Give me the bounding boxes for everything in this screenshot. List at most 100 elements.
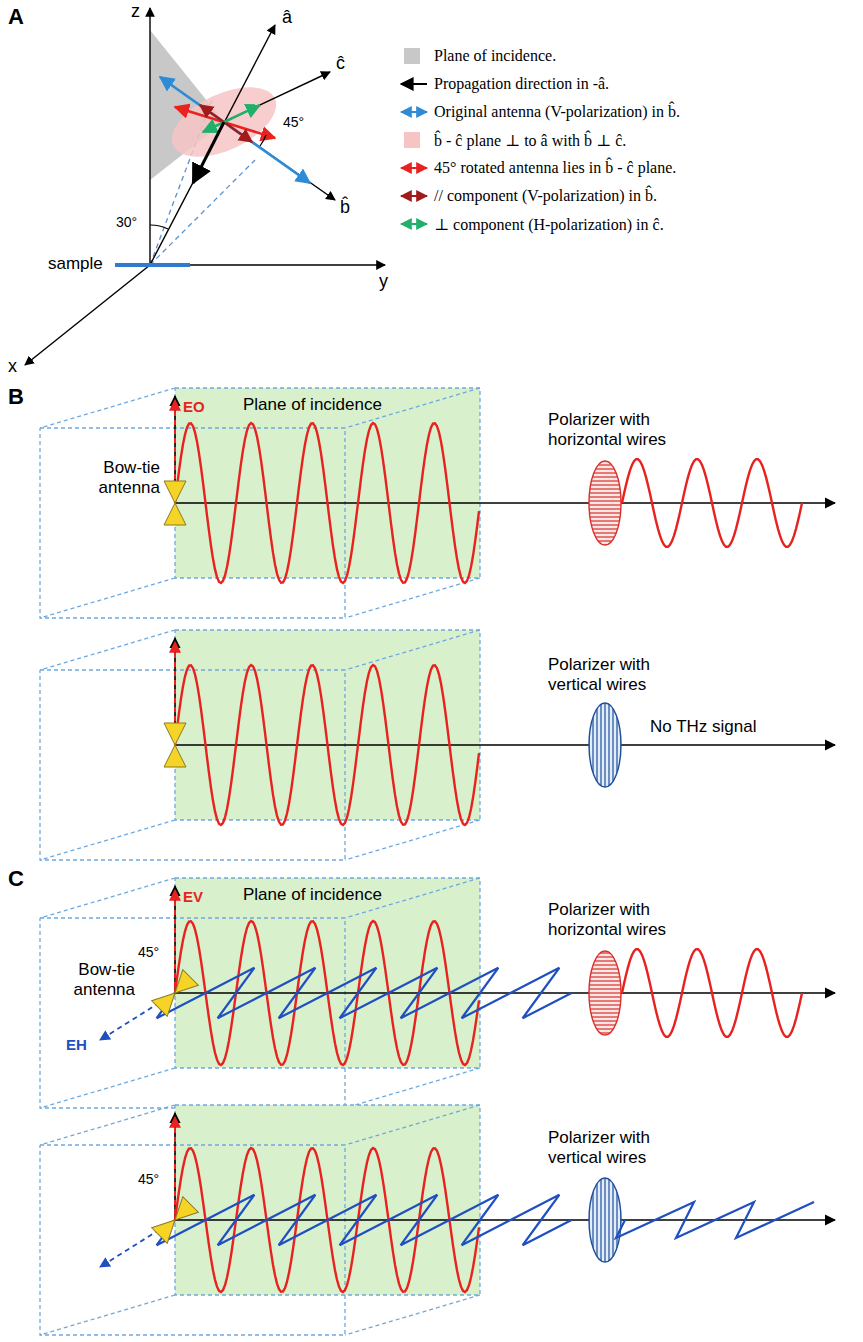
h-polarized-wave [157, 1195, 572, 1245]
angle-arc [150, 225, 168, 229]
panel-title: Plane of incidence [243, 885, 382, 905]
antenna-arm [164, 481, 186, 503]
field-label: EH [66, 1036, 87, 1054]
panel-letter: A [8, 4, 24, 30]
legend-swatch [404, 132, 420, 148]
polarizer-label: Polarizer with horizontal wires [548, 900, 698, 940]
propagation-axis [175, 1219, 835, 1221]
panel-a-geometry [25, 8, 385, 365]
angle-label: 45° [283, 114, 304, 131]
legend-text: 45° rotated antenna lies in b̂ - ĉ plane… [434, 159, 676, 177]
legend-row: 45° rotated antenna lies in b̂ - ĉ plane… [398, 154, 680, 182]
transmitted-wave [622, 949, 802, 1037]
box-edge [40, 428, 345, 618]
legend-arrow [398, 158, 430, 178]
box-edge [345, 1105, 480, 1145]
legend-text: Original antenna (V-polarization) in b̂. [434, 103, 680, 121]
field-label: EO [183, 398, 205, 416]
axis-label: b̂ [340, 196, 350, 218]
antenna-arm [164, 723, 186, 745]
legend-row: b̂ - ĉ plane ⊥ to â with b̂ ⊥ ĉ. [398, 126, 680, 154]
box-edge [40, 878, 175, 918]
bow-tie-antenna [152, 1197, 199, 1244]
polarization-scene [40, 1105, 835, 1335]
transmitted-wave [622, 459, 802, 547]
legend-arrow-line [401, 195, 427, 197]
sample-label: sample [48, 254, 103, 274]
legend-arrow [398, 102, 430, 122]
box-edge [345, 578, 480, 618]
angle-label: 45° [138, 1171, 159, 1188]
legend-arrow [398, 186, 430, 206]
perpendicular-component-arrow [203, 105, 260, 132]
axis-label: y [379, 270, 388, 292]
field-label: EV [183, 888, 203, 906]
e-field-arrow [174, 1117, 176, 1214]
polarization-scene [40, 630, 835, 860]
legend-row: Original antenna (V-polarization) in b̂. [398, 98, 680, 126]
field-axis [174, 1113, 176, 1220]
propagation-arrow [193, 122, 224, 183]
polarization-scene [40, 878, 835, 1108]
legend-sample [398, 214, 434, 234]
transmitted-wave [616, 1202, 814, 1238]
dashed-guide [150, 160, 255, 265]
original-antenna-arrow [160, 77, 310, 183]
panel-letter: C [8, 866, 24, 892]
polarizer [589, 461, 621, 545]
legend-text: b̂ - ĉ plane ⊥ to â with b̂ ⊥ ĉ. [434, 131, 626, 150]
legend-arrow-line [401, 167, 427, 169]
signal-note: No THz signal [650, 717, 756, 737]
bow-tie-antenna [152, 970, 199, 1017]
box-edge [345, 1295, 480, 1335]
polarizer-label: Polarizer with vertical wires [548, 655, 698, 695]
legend-arrow [398, 214, 430, 234]
legend-text: ⊥ component (H-polarization) in ĉ. [434, 215, 664, 234]
antenna-label: Bow-tie antenna [55, 458, 160, 498]
box-edge [40, 820, 175, 860]
v-polarized-wave [175, 665, 479, 825]
legend-text: // component (V-polarization) in b̂. [434, 187, 657, 205]
legend-text: Plane of incidence. [434, 47, 556, 65]
polarizer [589, 951, 621, 1035]
antenna-label: Bow-tie antenna [35, 960, 135, 1000]
antenna-arm [164, 745, 186, 767]
legend-arrow-line [401, 223, 427, 225]
panel-title: Plane of incidence [243, 395, 382, 415]
legend-text: Propagation direction in -â. [434, 75, 609, 93]
antenna-arm [152, 985, 183, 1016]
sample-line [115, 263, 190, 267]
box-edge [175, 630, 480, 820]
incidence-plane [175, 630, 480, 820]
bow-tie-antenna [164, 723, 186, 767]
axis-label: z [131, 0, 140, 22]
legend-arrow-line [401, 83, 427, 85]
plane-of-incidence: Plane of incidence [175, 878, 480, 1068]
bow-tie-antenna [164, 481, 186, 525]
z-axis [149, 8, 150, 265]
polarizer [589, 703, 621, 787]
plane-of-incidence: Plane of incidence [175, 388, 480, 578]
polarizer-label: Polarizer with vertical wires [548, 1128, 698, 1168]
legend-row: ⊥ component (H-polarization) in ĉ. [398, 210, 680, 238]
propagation-axis [175, 502, 835, 504]
x-axis [25, 265, 150, 365]
box-edge [40, 630, 175, 670]
legend-row: Plane of incidence. [398, 42, 680, 70]
e-field-arrow [174, 890, 176, 987]
box-edge [40, 670, 345, 860]
parallel-component-arrow [200, 105, 252, 142]
box-edge [40, 1295, 175, 1335]
box-edge [40, 1145, 345, 1335]
axis-label: x [8, 355, 17, 377]
propagation-axis [175, 992, 835, 994]
box-edge [40, 1068, 175, 1108]
legend-sample [398, 130, 434, 150]
legend-sample [398, 158, 434, 178]
box-edge [345, 630, 480, 670]
legend-sample [398, 46, 434, 66]
box-edge [345, 1068, 480, 1108]
polarizer [589, 1178, 621, 1262]
box-edge [40, 388, 175, 428]
